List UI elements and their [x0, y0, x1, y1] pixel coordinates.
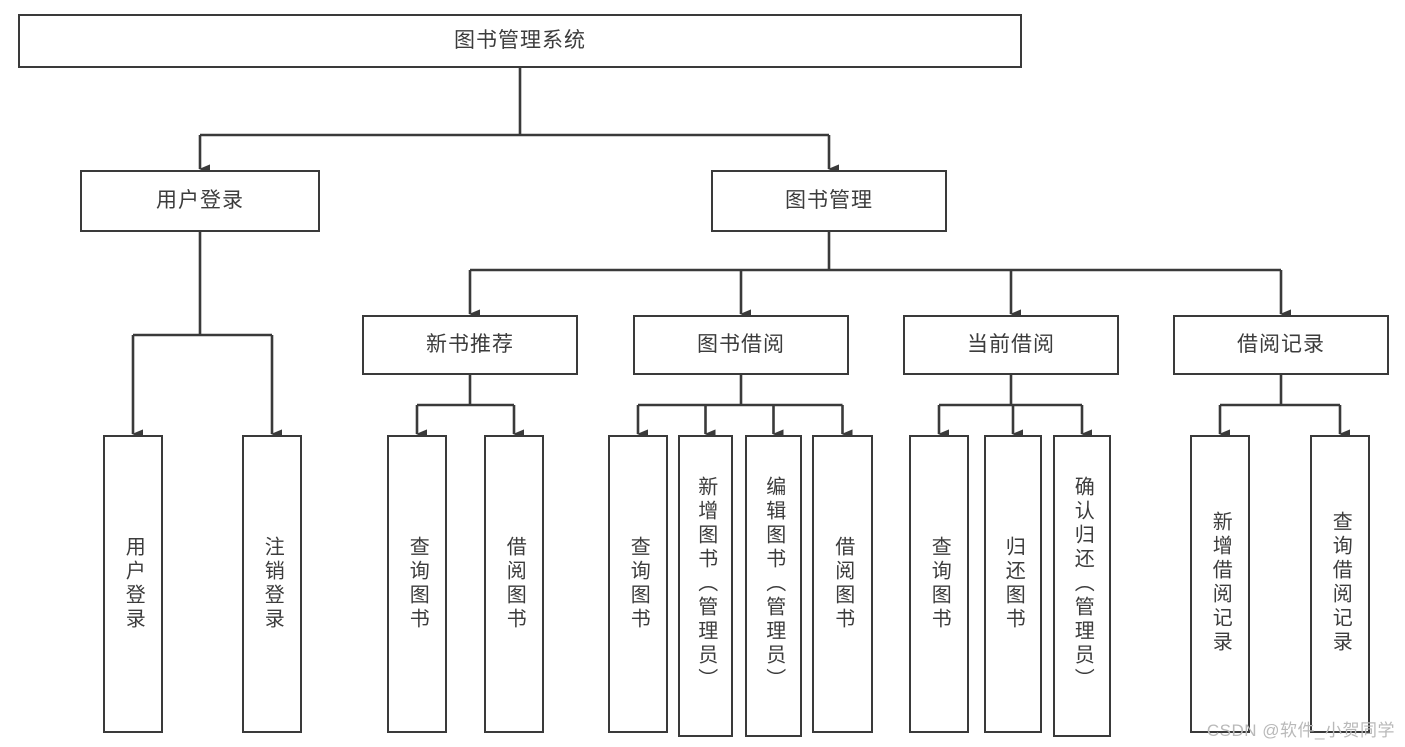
node-label: 新增图书（管理员） [694, 476, 717, 692]
node-leaf-current-query[interactable]: 查询图书 [909, 435, 969, 733]
node-newbook[interactable]: 新书推荐 [362, 315, 578, 375]
node-current[interactable]: 当前借阅 [903, 315, 1119, 375]
node-leaf-newbook-query[interactable]: 查询图书 [387, 435, 447, 733]
node-label: 图书管理系统 [454, 29, 586, 53]
node-leaf-user-login[interactable]: 用户登录 [103, 435, 163, 733]
node-bookmgmt[interactable]: 图书管理 [711, 170, 947, 232]
node-leaf-records-query[interactable]: 查询借阅记录 [1310, 435, 1370, 733]
node-borrow[interactable]: 图书借阅 [633, 315, 849, 375]
node-label: 确认归还（管理员） [1071, 476, 1094, 692]
node-label: 查询图书 [627, 536, 650, 632]
node-records[interactable]: 借阅记录 [1173, 315, 1389, 375]
node-label: 图书借阅 [697, 333, 785, 357]
node-label: 借阅图书 [503, 536, 526, 632]
node-label: 新书推荐 [426, 333, 514, 357]
node-label: 注销登录 [261, 536, 284, 632]
node-leaf-borrow-query[interactable]: 查询图书 [608, 435, 668, 733]
node-label: 查询借阅记录 [1329, 511, 1352, 655]
node-label: 用户登录 [122, 536, 145, 632]
node-label: 查询图书 [928, 536, 951, 632]
watermark: CSDN @软件_小贺同学 [1206, 721, 1395, 740]
node-login[interactable]: 用户登录 [80, 170, 320, 232]
node-leaf-records-add[interactable]: 新增借阅记录 [1190, 435, 1250, 733]
node-label: 借阅记录 [1237, 333, 1325, 357]
node-leaf-user-logout[interactable]: 注销登录 [242, 435, 302, 733]
node-leaf-newbook-borrow[interactable]: 借阅图书 [484, 435, 544, 733]
node-label: 查询图书 [406, 536, 429, 632]
node-leaf-borrow-lend[interactable]: 借阅图书 [812, 435, 873, 733]
node-label: 编辑图书（管理员） [762, 476, 785, 692]
node-label: 当前借阅 [967, 333, 1055, 357]
node-leaf-borrow-edit[interactable]: 编辑图书（管理员） [745, 435, 802, 737]
node-label: 用户登录 [156, 189, 244, 213]
node-label: 图书管理 [785, 189, 873, 213]
node-label: 归还图书 [1002, 536, 1025, 632]
node-root[interactable]: 图书管理系统 [18, 14, 1022, 68]
node-leaf-borrow-add[interactable]: 新增图书（管理员） [678, 435, 733, 737]
node-leaf-current-confirm[interactable]: 确认归还（管理员） [1053, 435, 1111, 737]
node-label: 新增借阅记录 [1209, 511, 1232, 655]
node-leaf-current-return[interactable]: 归还图书 [984, 435, 1042, 733]
node-label: 借阅图书 [831, 536, 854, 632]
